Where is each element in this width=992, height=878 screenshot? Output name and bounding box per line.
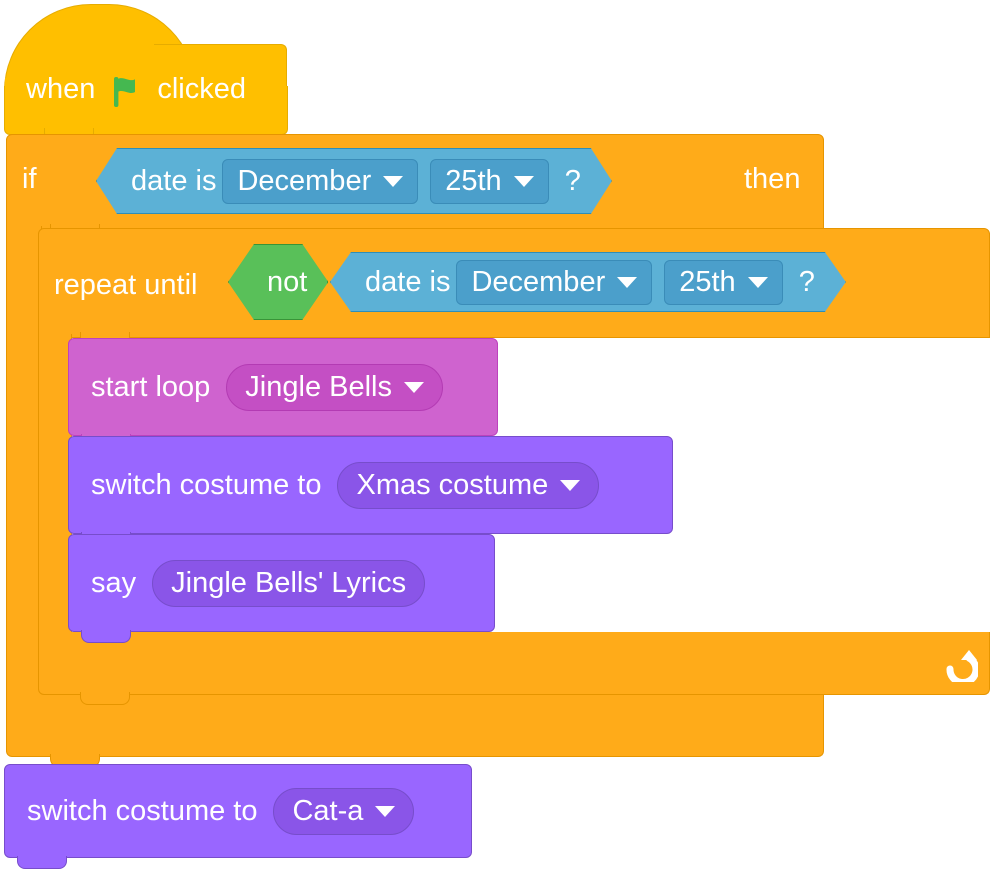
clicked-label: clicked xyxy=(157,72,246,105)
repeat-month-dropdown[interactable]: December xyxy=(456,260,652,305)
start-loop-block[interactable]: start loop Jingle Bells xyxy=(68,338,498,447)
when-label: when xyxy=(26,72,96,105)
repeat-day-value: 25th xyxy=(679,265,736,298)
if-question-mark: ? xyxy=(564,164,581,197)
switch-costume-block[interactable]: switch costume to Xmas costume xyxy=(68,436,673,545)
switch-costume-value: Cat-a xyxy=(292,794,364,827)
if-day-value: 25th xyxy=(445,164,502,197)
switch-costume-label: switch costume to xyxy=(91,468,322,501)
repeat-until-block-bottom[interactable] xyxy=(38,632,990,695)
chevron-down-icon xyxy=(748,277,768,288)
repeat-condition-date-is-boolean[interactable]: date is December 25th ? xyxy=(330,252,846,312)
switch-costume-block-after-if[interactable]: switch costume to Cat-a xyxy=(4,764,472,869)
when-flag-clicked-block[interactable]: when clicked xyxy=(4,4,288,135)
start-loop-sound-dropdown[interactable]: Jingle Bells xyxy=(226,363,443,411)
start-loop-label: start loop xyxy=(91,370,211,403)
say-text-input[interactable]: Jingle Bells' Lyrics xyxy=(152,559,426,607)
switch-costume-dropdown[interactable]: Xmas costume xyxy=(337,461,600,509)
block-bottom-nub xyxy=(17,856,67,869)
date-is-label: date is xyxy=(131,164,217,197)
if-month-dropdown[interactable]: December xyxy=(222,159,418,204)
then-keyword-label: then xyxy=(744,163,801,195)
switch-costume-label: switch costume to xyxy=(27,794,258,827)
loop-arrow-icon xyxy=(936,640,980,687)
repeat-day-dropdown[interactable]: 25th xyxy=(664,260,782,305)
repeat-until-block-left-spine xyxy=(38,334,72,634)
repeat-until-label: repeat until xyxy=(54,269,198,301)
chevron-down-icon xyxy=(560,479,581,491)
start-loop-sound-value: Jingle Bells xyxy=(245,370,392,403)
green-flag-icon xyxy=(109,75,143,109)
chevron-down-icon xyxy=(403,381,424,393)
say-label: say xyxy=(91,566,137,599)
repeat-question-mark: ? xyxy=(798,265,815,298)
switch-costume-value: Xmas costume xyxy=(356,468,549,501)
repeat-month-value: December xyxy=(471,265,606,298)
chevron-down-icon xyxy=(514,176,534,187)
if-month-value: December xyxy=(237,164,372,197)
chevron-down-icon xyxy=(375,805,396,817)
date-is-label: date is xyxy=(365,265,451,298)
repeat-bottom-nub xyxy=(80,692,130,705)
switch-costume-dropdown[interactable]: Cat-a xyxy=(273,787,415,835)
say-block[interactable]: say Jingle Bells' Lyrics xyxy=(68,534,495,643)
if-condition-date-is-boolean[interactable]: date is December 25th ? xyxy=(96,148,612,214)
if-keyword-label: if xyxy=(22,163,37,195)
if-day-dropdown[interactable]: 25th xyxy=(430,159,548,204)
chevron-down-icon xyxy=(617,277,637,288)
if-then-block-bottom[interactable] xyxy=(6,694,824,757)
say-text-value: Jingle Bells' Lyrics xyxy=(171,566,407,599)
not-label: not xyxy=(267,265,308,298)
block-bottom-nub xyxy=(81,630,131,643)
if-then-block-left-spine xyxy=(6,226,42,696)
chevron-down-icon xyxy=(383,176,403,187)
